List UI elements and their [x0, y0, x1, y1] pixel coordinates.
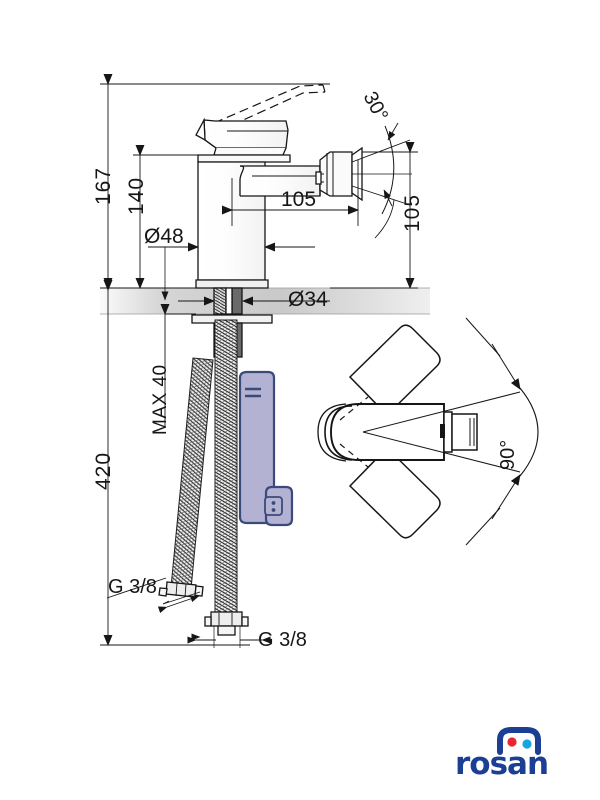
dimension-angle-90	[362, 317, 539, 546]
spout-arm	[239, 165, 321, 197]
flexible-hose-vertical	[214, 319, 238, 613]
thread-label-left: G 3/8	[108, 576, 157, 598]
dimension-label-angle-90: 90°	[497, 439, 519, 470]
dimension-label-reach-105: 105	[281, 188, 317, 211]
dimension-label-d48: Ø48	[144, 225, 184, 248]
flexible-hose-angled	[170, 357, 214, 590]
dimension-angle-30	[351, 122, 412, 239]
lever-handle	[195, 117, 289, 156]
top-view-body	[317, 403, 478, 462]
faucet-front-view	[158, 84, 363, 636]
dimension-spout-height-105	[330, 142, 418, 289]
cartridge-assembly	[238, 370, 294, 527]
brand-logo: rosan	[455, 726, 580, 784]
dimension-label-max40: MAX 40	[150, 364, 171, 435]
dimension-label-140: 140	[125, 176, 148, 215]
dimension-d48	[148, 242, 315, 301]
dimension-label-167: 167	[92, 166, 115, 205]
dimension-label-420: 420	[92, 451, 115, 490]
lever-raised-phantom	[213, 84, 326, 132]
dimension-label-spout-height-105: 105	[401, 193, 424, 232]
leader-lines-threads	[106, 577, 271, 648]
dimension-lines-vertical	[100, 74, 330, 646]
thread-label-bottom: G 3/8	[258, 629, 307, 651]
dimension-reach-105	[222, 160, 359, 226]
body-top-plate	[197, 154, 291, 163]
swivel-position-lower	[348, 446, 441, 539]
logo-arc-mark	[497, 727, 541, 755]
faucet-top-view	[317, 317, 539, 546]
dimension-label-d34: Ø34	[288, 288, 328, 311]
hose-fitting-bottom	[204, 611, 249, 636]
swivel-position-upper	[348, 324, 441, 417]
logo-dot-red	[507, 737, 517, 747]
logo-wordmark: rosan	[455, 746, 549, 782]
hose-fitting-left	[158, 581, 204, 598]
logo-dot-blue	[522, 739, 532, 749]
